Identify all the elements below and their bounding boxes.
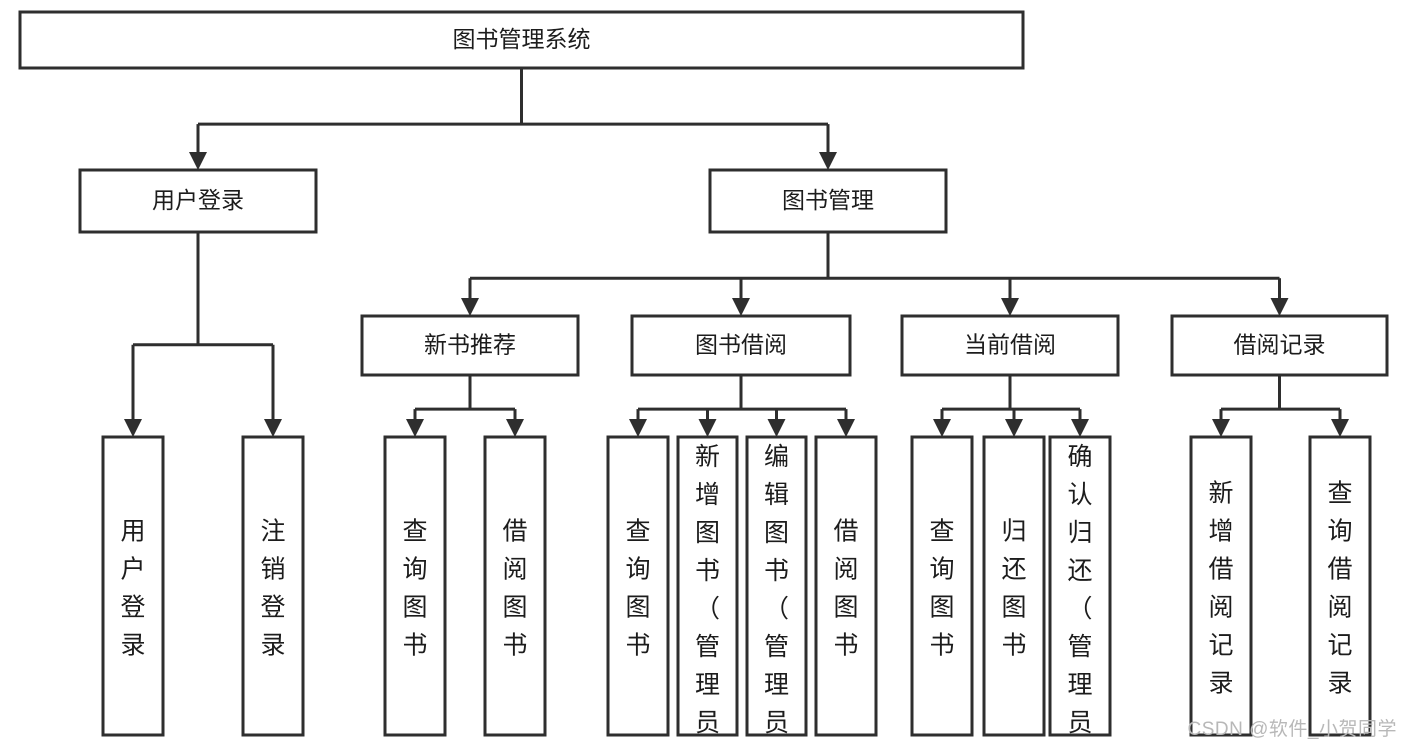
node-label-leaf-query-record: 查询借阅记录: [1327, 480, 1352, 698]
node-box-book-manage: [708, 168, 948, 234]
node-new-book-recommend[interactable]: 新书推荐: [360, 314, 580, 377]
node-label-borrow-record: 借阅记录: [1234, 332, 1326, 358]
node-box-leaf-add-record: [1189, 435, 1253, 737]
connector-borrow-record-to-leaves: [1212, 375, 1349, 437]
arrow-head-icon: [933, 419, 951, 437]
arrow-head-icon: [124, 419, 142, 437]
node-label-leaf-borrow-book-2: 借阅图书: [833, 518, 858, 660]
node-label-leaf-borrow-book-1: 借阅图书: [502, 518, 527, 660]
node-box-user-login: [78, 168, 318, 234]
node-label-book-manage: 图书管理: [782, 187, 874, 213]
node-label-leaf-user-login: 用户登录: [120, 518, 145, 660]
node-label-leaf-edit-book: 编辑图书（管理员）: [764, 443, 789, 747]
node-box-leaf-borrow-book-2: [814, 435, 878, 737]
watermark-label: CSDN @软件_小贺同学: [1187, 719, 1397, 740]
node-leaf-borrow-book-1[interactable]: 借阅图书: [483, 435, 547, 737]
node-label-leaf-add-record: 新增借阅记录: [1208, 480, 1233, 698]
connector-current-borrow-to-leaves: [933, 375, 1089, 437]
node-box-leaf-return-book: [982, 435, 1046, 737]
arrow-head-icon: [767, 419, 786, 437]
arrow-head-icon: [1331, 419, 1349, 437]
node-box-leaf-query-book-3: [910, 435, 974, 737]
node-root[interactable]: 图书管理系统: [18, 10, 1025, 70]
node-user-login[interactable]: 用户登录: [78, 168, 318, 234]
node-label-root: 图书管理系统: [453, 26, 591, 52]
node-label-user-login: 用户登录: [152, 187, 244, 213]
node-box-current-borrow: [900, 314, 1120, 377]
connector-user-login-to-leaves: [124, 232, 282, 437]
node-book-borrow[interactable]: 图书借阅: [630, 314, 852, 377]
node-label-current-borrow: 当前借阅: [964, 332, 1056, 358]
node-leaf-logout[interactable]: 注销登录: [241, 435, 305, 737]
arrow-head-icon: [732, 298, 750, 316]
node-current-borrow[interactable]: 当前借阅: [900, 314, 1120, 377]
node-label-leaf-logout: 注销登录: [260, 518, 285, 660]
arrow-head-icon: [1005, 419, 1023, 437]
node-leaf-add-record[interactable]: 新增借阅记录: [1189, 435, 1253, 737]
node-leaf-query-record[interactable]: 查询借阅记录: [1308, 435, 1372, 737]
node-label-leaf-query-book-1: 查询图书: [402, 518, 427, 660]
node-box-leaf-user-login: [101, 435, 165, 737]
node-box-root: [18, 10, 1025, 70]
node-box-leaf-confirm-return: [1048, 435, 1112, 737]
node-label-book-borrow: 图书借阅: [695, 332, 787, 358]
connector-new-book-recommend-to-leaves: [406, 375, 524, 437]
node-label-leaf-return-book: 归还图书: [1001, 518, 1026, 660]
arrow-head-icon: [629, 419, 647, 437]
arrow-head-icon: [1071, 419, 1089, 437]
node-book-manage[interactable]: 图书管理: [708, 168, 948, 234]
arrow-head-icon: [506, 419, 524, 437]
arrow-head-icon: [1270, 298, 1289, 316]
arrow-head-icon: [819, 152, 837, 170]
node-box-borrow-record: [1170, 314, 1389, 377]
node-leaf-user-login[interactable]: 用户登录: [101, 435, 165, 737]
node-leaf-add-book[interactable]: 新增图书（管理员）: [676, 435, 739, 747]
node-leaf-query-book-2[interactable]: 查询图书: [606, 435, 670, 737]
arrow-head-icon: [406, 419, 424, 437]
node-label-new-book-recommend: 新书推荐: [424, 332, 516, 358]
node-leaf-query-book-3[interactable]: 查询图书: [910, 435, 974, 737]
node-box-leaf-edit-book: [745, 435, 808, 737]
connector-layer: [124, 68, 1349, 437]
node-label-leaf-query-book-3: 查询图书: [929, 518, 954, 660]
node-label-leaf-query-book-2: 查询图书: [625, 518, 650, 660]
arrow-head-icon: [264, 419, 282, 437]
node-box-leaf-logout: [241, 435, 305, 737]
node-leaf-query-book-1[interactable]: 查询图书: [383, 435, 447, 737]
node-box-leaf-add-book: [676, 435, 739, 737]
node-box-leaf-query-book-2: [606, 435, 670, 737]
connector-book-borrow-to-leaves: [629, 375, 855, 437]
node-leaf-edit-book[interactable]: 编辑图书（管理员）: [745, 435, 808, 747]
arrow-head-icon: [461, 298, 479, 316]
arrow-head-icon: [1212, 419, 1230, 437]
node-box-leaf-query-book-1: [383, 435, 447, 737]
node-label-leaf-confirm-return: 确认归还（管理员）: [1067, 443, 1092, 747]
node-box-new-book-recommend: [360, 314, 580, 377]
arrow-head-icon: [837, 419, 855, 437]
node-label-leaf-add-book: 新增图书（管理员）: [695, 443, 720, 747]
arrow-head-icon: [189, 152, 207, 170]
node-box-leaf-query-record: [1308, 435, 1372, 737]
node-leaf-confirm-return[interactable]: 确认归还（管理员）: [1048, 435, 1112, 747]
node-layer: 图书管理系统用户登录图书管理新书推荐图书借阅当前借阅借阅记录用户登录注销登录查询…: [18, 10, 1389, 747]
connector-book-manage-to-level3: [461, 232, 1289, 316]
arrow-head-icon: [1001, 298, 1019, 316]
node-borrow-record[interactable]: 借阅记录: [1170, 314, 1389, 377]
arrow-head-icon: [698, 419, 717, 437]
node-leaf-borrow-book-2[interactable]: 借阅图书: [814, 435, 878, 737]
node-box-book-borrow: [630, 314, 852, 377]
connector-root-to-level2: [189, 68, 837, 170]
node-leaf-return-book[interactable]: 归还图书: [982, 435, 1046, 737]
node-box-leaf-borrow-book-1: [483, 435, 547, 737]
